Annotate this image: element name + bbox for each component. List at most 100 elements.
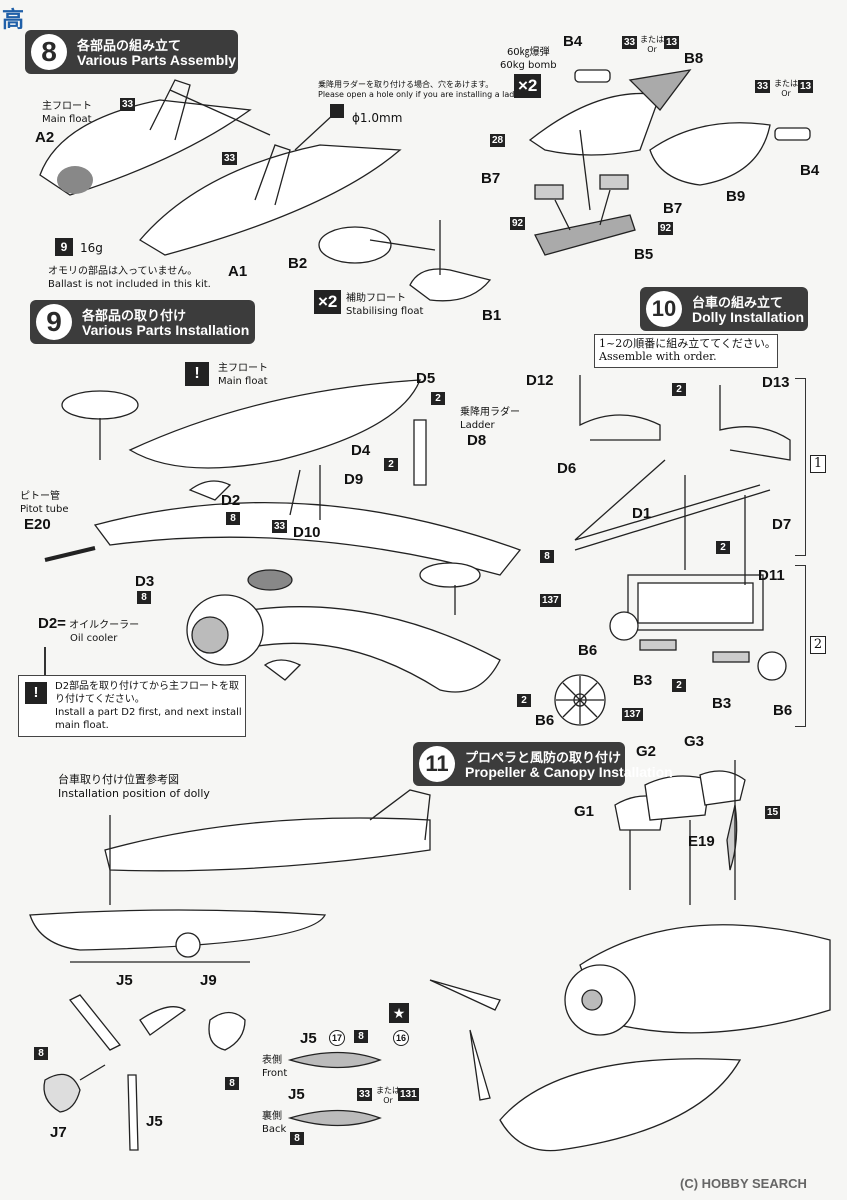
front-side-label: 表側 Front [262,1054,287,1080]
label-en: Stabilising float [346,306,424,317]
part-label-j5: J5 [116,972,133,989]
part-label-g3: G3 [684,733,705,750]
label-jp: 表側 [262,1055,282,1066]
step-10-header: 10 台車の組み立て Dolly Installation [640,287,808,331]
star-marker-icon: ★ [389,1003,409,1023]
sequence-bracket-1 [795,378,806,556]
or-en: Or [383,1096,393,1105]
part-label-a2: A2 [35,129,55,146]
part-label-j9: J9 [200,972,217,989]
part-label-d3: D3 [135,573,155,590]
paint-code: 33 [755,80,771,93]
drill-size: ϕ1.0mm [352,111,403,125]
part-label-d13: D13 [762,374,790,391]
part-label-d1: D1 [632,505,652,522]
watermark-text: 高 [2,8,25,33]
label-en: 60kg bomb [500,60,557,71]
step-title-en: Various Parts Installation [82,322,250,338]
part-label-d9: D9 [344,471,364,488]
step-8-header: 8 各部品の組み立て Various Parts Assembly [25,30,238,74]
step-number: 11 [419,746,455,782]
note-en: Please open a hole only if you are insta… [318,90,530,99]
oil-cooler-leader [44,647,46,675]
part-label-g2: G2 [636,743,657,760]
bomb-label: 60㎏爆弾 60kg bomb [500,46,557,72]
part-label-d12: D12 [526,372,554,389]
quantity-x2-badge: ×2 [514,74,542,98]
sequence-number-2: 2 [810,636,826,654]
note-en: Ballast is not included in this kit. [48,279,211,290]
propeller-label-front: J5 [300,1030,317,1047]
label-jp: オイルクーラー [69,620,140,631]
paint-code: 2 [672,679,686,692]
paint-code: 8 [354,1030,368,1043]
pitot-tube-label: ピトー管 Pitot tube [20,490,69,516]
oil-cooler-label: D2= オイルクーラー Oil cooler [38,615,139,645]
sequence-number-1: 1 [810,455,826,473]
step-title-en: Various Parts Assembly [77,52,237,68]
glue-warning-icon: ! [185,362,209,386]
label-en: Main float [42,114,92,125]
label-en: Oil cooler [70,633,118,644]
paint-code: 2 [384,458,398,471]
or-jp: または [774,79,798,88]
step-title-jp: プロペラと風防の取り付け [465,751,622,766]
paint-code: 8 [540,550,554,563]
part-label-b2: B2 [288,255,308,272]
step-9-header: 9 各部品の取り付け Various Parts Installation [30,300,255,344]
part-label-d7: D7 [772,516,792,533]
install-order-infobox: ! D2部品を取り付けてから主フロートを取り付けてください。 Install a… [18,675,246,737]
label-jp: 裏側 [262,1111,282,1122]
paint-code: 2 [672,383,686,396]
paint-code: 92 [658,222,674,235]
paint-code: 13 [664,36,680,49]
part-label-b5: B5 [634,246,654,263]
drill-icon [330,104,344,118]
label-jp: ピトー管 [20,491,60,502]
ballast-weight: 16g [80,241,103,255]
step-title-jp: 各部品の取り付け [82,309,187,324]
part-label-b1: B1 [482,307,502,324]
ladder-label: 乗降用ラダー Ladder [460,406,520,432]
paint-code: 8 [137,591,151,604]
dolly-reference-label: 台車取り付け位置参考図 Installation position of dol… [58,773,210,801]
paint-code: 13 [798,80,814,93]
note-jp: 乗降用ラダーを取り付ける場合、穴をあけます。 [318,80,494,89]
paint-code: 8 [34,1047,48,1060]
step-number: 9 [36,304,72,340]
paint-code: 33 [622,36,638,49]
part-label-d6: D6 [557,460,577,477]
part-label-d2: D2 [221,492,241,509]
label-jp: 補助フロート [346,293,406,304]
or-label: または Or [376,1086,400,1106]
part-label-d10: D10 [293,524,321,541]
note-jp: オモリの部品は入っていません。 [48,266,198,277]
main-float-label: 主フロート Main float [42,100,92,126]
part-label-b3: B3 [633,672,653,689]
part-label-d4: D4 [351,442,371,459]
label-en: Back [262,1124,287,1135]
paint-code: 28 [490,134,506,147]
back-side-label: 裏側 Back [262,1110,286,1136]
part-label-e19: E19 [688,833,715,850]
paint-code: 33 [222,152,238,165]
part-label-b4: B4 [800,162,820,179]
stabilising-float-label: 補助フロート Stabilising float [346,292,423,318]
step-11-header: 11 プロペラと風防の取り付け Propeller & Canopy Insta… [413,742,673,786]
label-en: Main float [218,376,268,387]
label-en: Front [262,1068,288,1079]
ladder-hole-note: 乗降用ラダーを取り付ける場合、穴をあけます。 Please open a hol… [318,80,529,100]
paint-code: 33 [120,98,136,111]
label-jp: 乗降用ラダー [460,407,520,418]
paint-code: 8 [226,512,240,525]
paint-code: 137 [622,708,643,721]
paint-code: 92 [510,217,526,230]
paint-code: 137 [540,594,561,607]
paint-code: 8 [225,1077,239,1090]
part-label-b9: B9 [726,188,746,205]
part-label-d5: D5 [416,370,436,387]
part-label-e20: E20 [24,516,51,533]
assembly-order-box: 1~2の順番に組み立ててください。 Assemble with order. [594,334,778,368]
order-jp: 1~2の順番に組み立ててください。 [599,337,776,350]
